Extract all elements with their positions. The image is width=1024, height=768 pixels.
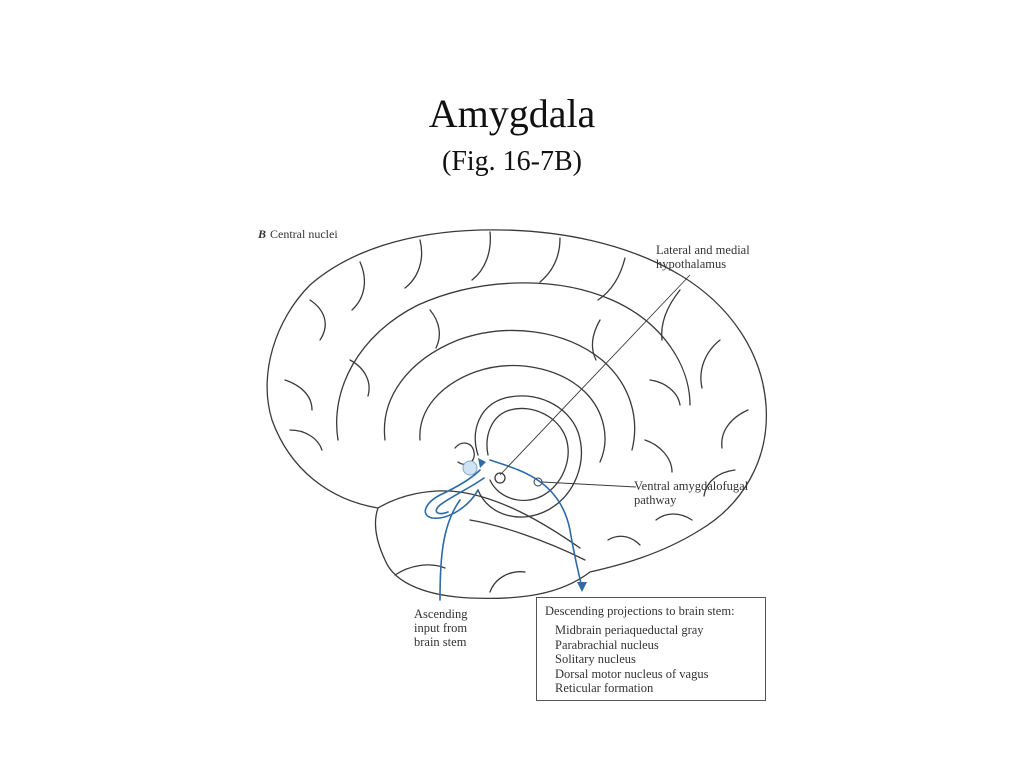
gyrus-line <box>351 261 366 311</box>
gyrus-line <box>607 535 641 546</box>
hypothalamus-label: Lateral and medial hypothalamus <box>656 243 750 271</box>
gyrus-line <box>394 564 446 576</box>
corpus-callosum-outer <box>383 329 636 451</box>
arrowhead-descending <box>577 582 587 592</box>
ascending-input-path <box>439 499 461 601</box>
gyrus-line <box>489 571 526 593</box>
brain-outline <box>266 229 768 600</box>
list-item: Dorsal motor nucleus of vagus <box>555 666 709 681</box>
gyrus-line <box>661 289 681 341</box>
ventral-pathway-label: Ventral amygdalofugal pathway <box>634 479 749 507</box>
gyrus-line <box>703 469 736 497</box>
gyrus-line <box>404 239 423 289</box>
gyrus-line <box>700 339 721 389</box>
gyrus-line <box>655 513 693 521</box>
gyrus-line <box>284 379 313 411</box>
hypothalamus-target <box>494 472 506 484</box>
ascending-input-label: Ascending input from brain stem <box>414 607 468 649</box>
list-item: Midbrain periaqueductal gray <box>555 623 704 637</box>
hippocampal-curve <box>469 519 586 561</box>
panel-name: Central nuclei <box>270 227 338 241</box>
slide-subtitle: (Fig. 16-7B) <box>442 146 582 177</box>
list-item: Reticular formation <box>555 681 654 695</box>
gyrus-line <box>289 429 323 451</box>
gyrus-line <box>721 409 749 449</box>
gyrus-line <box>644 439 673 473</box>
amygdala-nucleus <box>462 460 478 476</box>
fornix-ring-outer <box>474 395 582 518</box>
amygdalofugal-loop-inner <box>435 477 485 515</box>
panel-letter: B <box>258 227 267 241</box>
gyrus-line <box>309 299 326 341</box>
descending-box-title: Descending projections to brain stem: <box>545 604 735 618</box>
arrowhead-ascending <box>478 458 486 468</box>
amygdalofugal-loop <box>424 469 481 519</box>
descending-projection-path <box>489 459 583 589</box>
descending-projections-box: Descending projections to brain stem: Mi… <box>536 597 766 701</box>
gyrus-line <box>471 231 491 281</box>
hypothalamus-leader <box>499 274 691 476</box>
gyrus-line <box>591 319 601 361</box>
list-item: Solitary nucleus <box>555 652 636 666</box>
descending-list: Midbrain periaqueductal gray Parabrachia… <box>545 623 757 696</box>
fornix-ring-inner <box>486 407 569 501</box>
gyrus-line <box>349 359 370 397</box>
cingulate-sulcus <box>336 282 691 441</box>
gyrus-line <box>429 309 441 349</box>
slide-title: Amygdala <box>428 91 596 136</box>
gyrus-line <box>597 257 626 301</box>
gyrus-line <box>649 379 681 406</box>
corpus-callosum-inner <box>419 364 606 463</box>
gyrus-line <box>539 237 561 283</box>
temporal-lobe <box>377 490 581 549</box>
ventral-pathway-leader <box>541 481 637 488</box>
list-item: Parabrachial nucleus <box>555 637 659 652</box>
